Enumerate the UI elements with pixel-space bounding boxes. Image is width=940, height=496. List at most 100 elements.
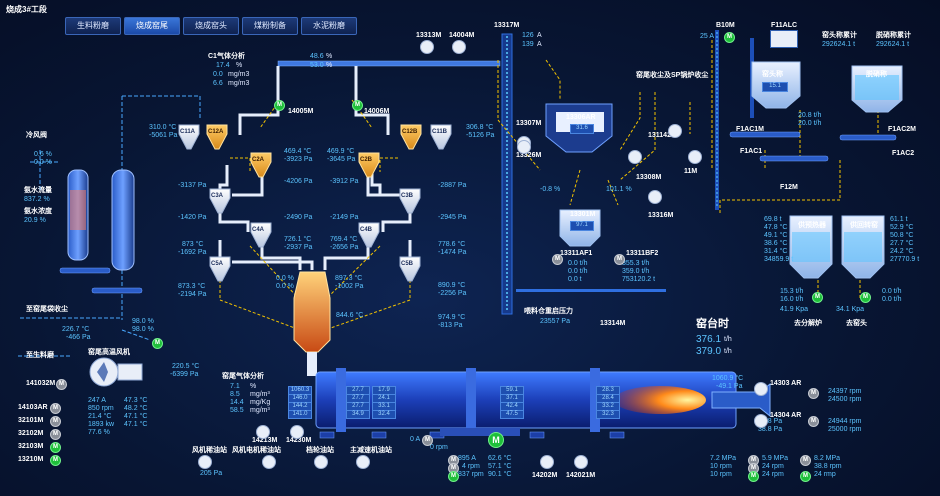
cyclone-label: C11A [180,129,196,135]
motor-stopped-badge[interactable]: M [422,435,433,446]
tab-4[interactable]: 煤粉制备 [242,17,298,35]
tab-3[interactable]: 烧成窑头 [183,17,239,35]
feeder-box [770,30,798,48]
fan-icon[interactable] [668,124,682,138]
b10m-label: B10M [716,22,735,29]
cyclone-c5a[interactable]: C5A [209,256,231,282]
coal-right-value: 27.7 °C [890,240,914,247]
scale-a-label: 13311AF1 [560,250,593,257]
tab-5[interactable]: 水泥粉磨 [301,17,357,35]
fan-icon[interactable] [262,455,276,469]
motor-running-badge[interactable]: M [448,471,459,482]
temp-readout: 769.4 °C [330,236,358,243]
top-damper-2: 53.0 [310,62,324,69]
motor-13326m: 13326M [516,152,542,159]
cyclone-label: C11B [432,129,448,135]
unit: % [326,62,333,69]
fan-icon[interactable] [314,455,328,469]
motor-stopped-badge[interactable]: M [56,379,67,390]
temp-readout: -1420 Pa [178,214,207,221]
cyclone-label: C4B [360,227,373,233]
motor-running-badge[interactable]: M [152,338,163,349]
fan-icon[interactable] [420,40,434,54]
motor-131142m: 131142M [648,132,677,139]
temp-readout: -2945 Pa [438,214,467,221]
cyclone-c5b[interactable]: C5B [399,256,421,282]
dust-return-label: 至窑尾袋收尘 [26,306,68,313]
coal-left-value: 38.6 °C [764,240,788,247]
coal-flow-4: 0.0 t/h [882,296,902,303]
bearing-t2: 48.2 °C [124,405,148,412]
equipment-id: 32101M [18,417,44,424]
stack [111,169,135,271]
cyclone-c11a[interactable]: C11A [178,124,200,150]
dust-return-pressure: -466 Pa [66,334,91,341]
fan-icon[interactable] [648,190,662,204]
cyclone-c4b[interactable]: C4B [358,222,380,248]
oil-station-4: 主减速机油站 [350,447,392,454]
motor-stopped-badge[interactable]: M [50,429,61,440]
motor-running-badge[interactable]: M [50,442,61,453]
kiln-head-temp: 1060.9 °C [712,375,744,382]
fan-icon[interactable] [754,414,768,428]
motor-stopped-badge[interactable]: M [808,416,819,427]
fan-icon[interactable] [688,150,702,164]
hyd-rpm-1: 10 rpm [710,463,732,470]
motor-running-badge[interactable]: M [812,292,823,303]
elevator-amp-2: 139 [522,41,534,48]
fan-icon[interactable] [628,150,642,164]
unit: A [537,41,542,48]
motor-stopped-badge[interactable]: M [50,416,61,427]
motor-running-badge[interactable]: M [50,455,61,466]
raw-mill-label: 至生料磨 [26,352,54,359]
scale-b-label: 13311BF2 [626,250,659,257]
fan-icon[interactable] [517,140,531,154]
cyclone-c12b[interactable]: C12B [400,124,422,150]
cyclone-c3a[interactable]: C3A [209,188,231,214]
cyclone-c4a[interactable]: C4A [250,222,272,248]
fan-icon[interactable] [198,455,212,469]
fan-14304ar: 14304 AR [770,412,802,419]
motor-stopped-badge[interactable]: M [800,455,811,466]
temp-readout: 310.0 °C [149,124,177,131]
cyclone-c2a[interactable]: C2A [250,152,272,178]
fan-icon[interactable] [574,455,588,469]
motor-running-badge[interactable]: M [748,471,759,482]
temp-readout: -2887 Pa [438,182,467,189]
rpm-4: 25000 rpm [828,426,862,433]
equipment-id: 32102M [18,430,44,437]
motor-running-badge[interactable]: M [800,471,811,482]
motor-stopped-badge[interactable]: M [50,403,61,414]
cyclone-c12a[interactable]: C12A [206,124,228,150]
fan-icon[interactable] [754,382,768,396]
f1ac1-label: F1AC1 [740,148,763,155]
motor-stopped-badge[interactable]: M [614,254,625,265]
motor-13316m: 13316M [648,212,674,219]
fan-icon[interactable] [540,455,554,469]
main-drive-motor[interactable]: M [488,432,504,448]
cyclone-c2b[interactable]: C2B [358,152,380,178]
belt-f1ac1 [729,131,801,138]
fan-icon[interactable] [256,425,270,439]
fan-load: 77.6 % [88,429,110,436]
motor-running-badge[interactable]: M [274,100,285,111]
fan-icon[interactable] [452,40,466,54]
motor-stopped-badge[interactable]: M [552,254,563,265]
motor-running-badge[interactable]: M [352,100,363,111]
drive-temp-1: 62.6 °C [488,455,512,462]
f1ac1m-label: F1AC1M [736,126,765,133]
main-drive-rpm: 4 rpm [462,463,480,470]
motor-stopped-badge[interactable]: M [808,388,819,399]
fan-icon[interactable] [356,455,370,469]
cyclone-c3b[interactable]: C3B [399,188,421,214]
cyclone-c11b[interactable]: C11B [430,124,452,150]
temp-readout: -2490 Pa [284,214,313,221]
tab-1[interactable]: 生料粉磨 [65,17,121,35]
motor-running-badge[interactable]: M [860,292,871,303]
tab-2[interactable]: 烧成窑尾 [124,17,180,35]
coal-pressure-2: 34.1 Kpa [836,306,865,313]
fan-icon[interactable] [290,425,304,439]
motor-running-badge[interactable]: M [724,32,735,43]
motor-14230m: 14230M [286,437,312,444]
kiln-tail-v3: 14.4 [230,399,244,406]
